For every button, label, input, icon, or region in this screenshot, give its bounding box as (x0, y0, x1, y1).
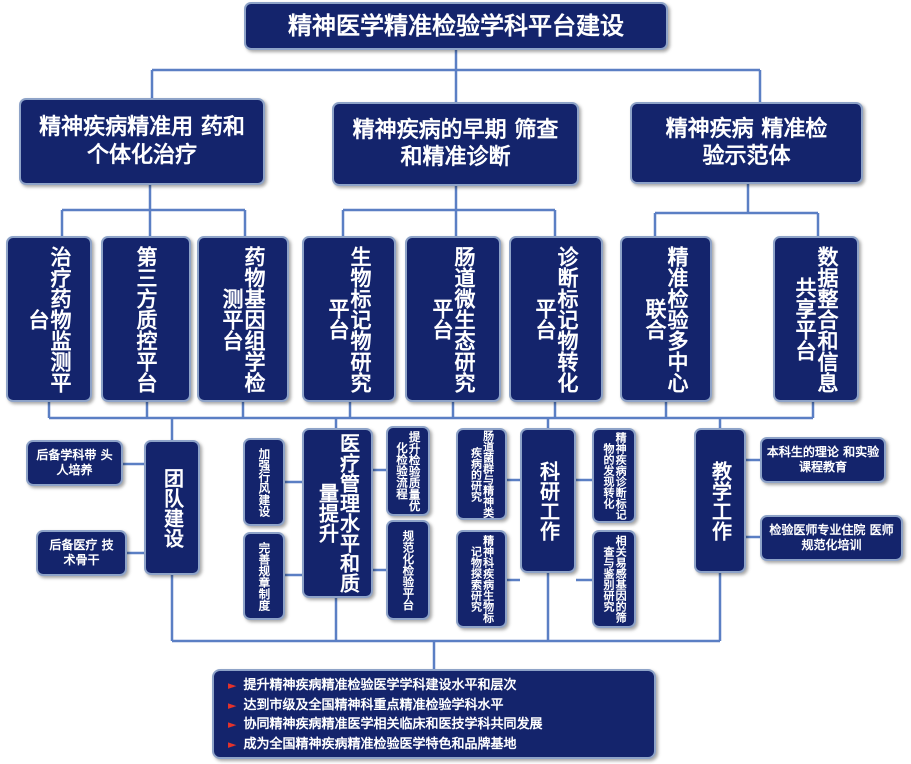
level1-early-screening: 精神疾病的早期 筛查和精准诊断 (332, 102, 579, 186)
quality-management-box: 医疗管理水平和质量提升 (302, 428, 373, 598)
research-item-diagnostic-marker: 精神疾病诊断标记物的发现转化 (592, 428, 636, 523)
platform-third-party-qc: 第三方质控平台 (101, 236, 191, 402)
team-building-box: 团队建设 (144, 440, 200, 575)
goals-list: ► 提升精神疾病精准检验医学学科建设水平和层次 ► 达到市级及全国精神科重点精准检验… (228, 676, 644, 754)
goal-item: ► 达到市级及全国精神科重点精准检验学科水平 (228, 696, 644, 716)
goal-text: 提升精神疾病精准检验医学学科建设水平和层次 (243, 678, 517, 693)
goal-item: ► 提升精神疾病精准检验医学学科建设水平和层次 (228, 676, 644, 696)
level1-demonstration: 精神疾病 精准检验示范体 (630, 102, 863, 184)
quality-item-regulations: 完善规章制度 (243, 532, 285, 620)
quality-item-conduct: 加强行风建设 (243, 438, 285, 526)
goals-box: ► 提升精神疾病精准检验医学学科建设水平和层次 ► 达到市级及全国精神科重点精准检验… (212, 669, 656, 759)
quality-item-standard-platform: 规范化检验平台 (386, 520, 430, 620)
platform-biomarker-research: 生物标记物研究平台 (302, 236, 396, 402)
level1-precision-medication: 精神疾病精准用 药和个体化治疗 (19, 98, 265, 185)
platform-multicenter: 精准检验多中心联合 (620, 236, 712, 402)
platform-drug-monitoring: 治疗药物监测平台 (6, 236, 92, 402)
quality-item-process: 提升检验质量优化检验流程 (386, 426, 430, 516)
goal-text: 成为全国精神疾病精准检验医学特色和品牌基地 (243, 736, 517, 752)
platform-gut-microbiome: 肠道微生态研究平台 (405, 236, 501, 402)
platform-diagnostic-marker: 诊断标记物转化平台 (509, 236, 603, 402)
arrow-right-icon: ► (228, 737, 237, 751)
arrow-right-icon: ► (228, 698, 237, 712)
diagram-title: 精神医学精准检验学科平台建设 (244, 2, 668, 50)
teaching-item-residency: 检验医师专业住院 医师规范化培训 (760, 515, 903, 561)
goal-item: ► 成为全国精神疾病精准检验医学特色和品牌基地 (228, 735, 644, 755)
team-item-discipline-leader: 后备学科带 头人培养 (26, 440, 123, 486)
team-item-backbone: 后备医疗 技术骨干 (36, 530, 127, 576)
platform-pharmacogenomics: 药物基因组学检测平台 (197, 236, 289, 402)
research-item-gut-flora: 肠道菌群与精神类疾病的研究 (456, 428, 507, 520)
teaching-work-box: 教学工作 (694, 428, 746, 573)
teaching-item-undergraduate: 本科生的理论 和实验课程教育 (760, 437, 886, 483)
platform-data-sharing: 数据整合和信息共享平台 (773, 236, 859, 402)
goal-text: 达到市级及全国精神科重点精准检验学科水平 (243, 697, 504, 713)
arrow-right-icon: ► (228, 718, 237, 731)
goal-text: 协同精神疾病精准医学相关临床和医技学科共同发展 (243, 717, 543, 732)
goal-item: ► 协同精神疾病精准医学相关临床和医技学科共同发展 (228, 715, 644, 735)
research-item-biomarker: 精神科疾病生物标记物探索研究 (456, 530, 507, 628)
research-work-box: 科研工作 (520, 428, 576, 573)
arrow-right-icon: ► (228, 679, 237, 692)
research-item-gene-screening: 相关易感基因的筛查与鉴别研究 (592, 530, 636, 628)
